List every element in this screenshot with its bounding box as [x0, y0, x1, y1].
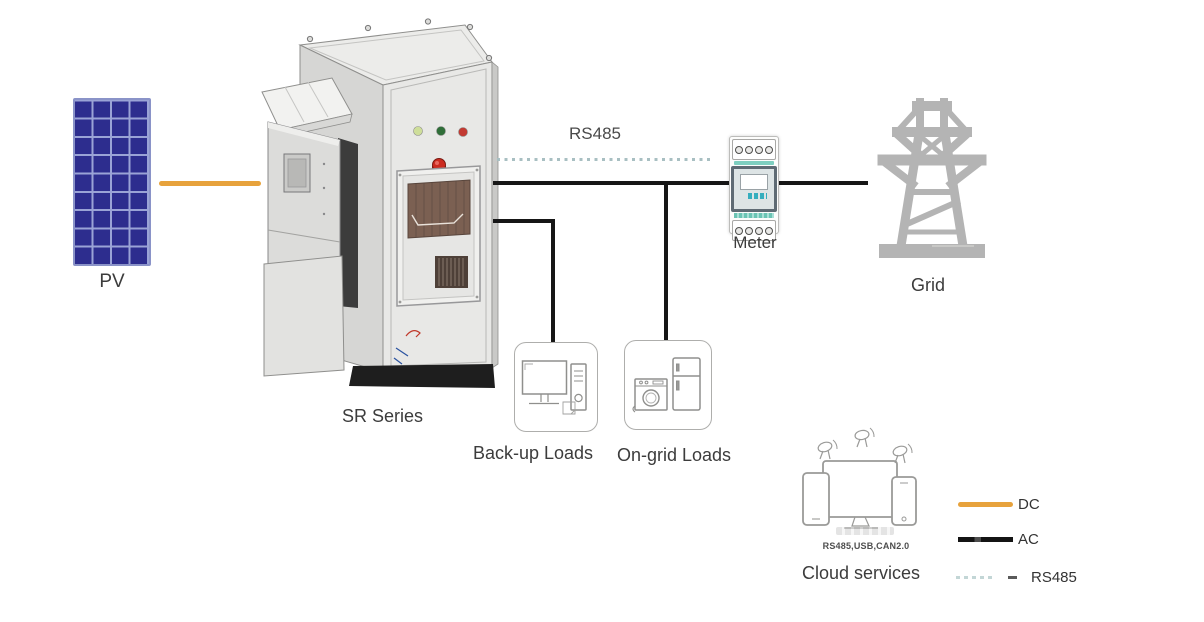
- grid-label: Grid: [910, 275, 945, 295]
- legend-dc-row: DC: [958, 496, 1040, 513]
- cloud-services-icon: [802, 427, 917, 529]
- meter-terminal-hole: [735, 226, 743, 235]
- legend-ac-line-sample: [958, 537, 1013, 542]
- legend-ac-row: AC: [958, 531, 1039, 548]
- ongrid-loads-label: On-grid Loads: [616, 445, 732, 465]
- cloud-services-label: Cloud services: [801, 563, 921, 583]
- backup-loads-label: Back-up Loads: [472, 443, 594, 463]
- cloud-protocols-label: RS485,USB,CAN2.0: [822, 541, 910, 551]
- phone-icon: [891, 476, 917, 526]
- cabinet-side-unit: [261, 77, 358, 377]
- meter-terminal-hole: [755, 226, 763, 235]
- meter-terminal-hole: [765, 145, 773, 154]
- sr-series-cabinet-icon: [261, 18, 499, 388]
- meter-terminal-hole: [765, 226, 773, 235]
- meter-display-body: [731, 166, 777, 212]
- backup-loads-box: [514, 342, 598, 432]
- ongrid-loads-box: [624, 340, 712, 430]
- sr-series-label: SR Series: [341, 406, 424, 426]
- indicator-lights: [413, 126, 468, 137]
- door-markings: [393, 330, 421, 365]
- meter-icon: [729, 136, 779, 241]
- legend-dc-line-sample: [958, 502, 1013, 507]
- meter-terminal-hole: [735, 145, 743, 154]
- meter-lcd-screen: [740, 174, 768, 190]
- appliances-icon: [632, 357, 701, 413]
- cabinet-bolts: [306, 18, 493, 62]
- meter-terminals-bottom: [732, 220, 776, 241]
- meter-terminal-hole: [755, 145, 763, 154]
- ac-line-to-backup-loads-horizontal: [493, 219, 555, 223]
- meter-lcd-digits: [748, 193, 767, 199]
- rs485-line-label: RS485: [569, 124, 621, 143]
- tablet-icon: [802, 472, 830, 526]
- display-panel: [396, 165, 481, 307]
- meter-terminal-hole: [745, 145, 753, 154]
- ac-line-to-backup-loads-vertical: [551, 219, 555, 344]
- legend-dc-label: DC: [1018, 496, 1040, 513]
- legend-ac-label: AC: [1018, 531, 1039, 548]
- meter-strip-bottom: [734, 213, 774, 218]
- legend-rs485-row: RS485: [956, 569, 1077, 586]
- antenna-icon: [817, 427, 913, 464]
- grid-tower-icon: [877, 98, 987, 258]
- ac-line-inverter-to-grid: [493, 181, 868, 185]
- rs485-line-inverter-to-meter: [497, 158, 712, 161]
- meter-terminal-hole: [745, 226, 753, 235]
- legend-rs485-label: RS485: [1031, 569, 1077, 586]
- pv-panel-icon: [73, 98, 151, 266]
- ac-line-to-ongrid-loads: [664, 181, 668, 341]
- legend-rs485-line-sample: [956, 576, 996, 579]
- dc-line-pv-to-inverter: [159, 181, 261, 186]
- meter-label: Meter: [733, 233, 777, 252]
- meter-terminals-top: [732, 139, 776, 160]
- legend-rs485-dash-sample: [1008, 576, 1017, 579]
- computer-icon: [521, 360, 587, 415]
- redacted-text: [836, 527, 894, 535]
- monitor-icon: [822, 460, 898, 529]
- pv-label: PV: [99, 271, 125, 292]
- meter-strip-top: [734, 161, 774, 165]
